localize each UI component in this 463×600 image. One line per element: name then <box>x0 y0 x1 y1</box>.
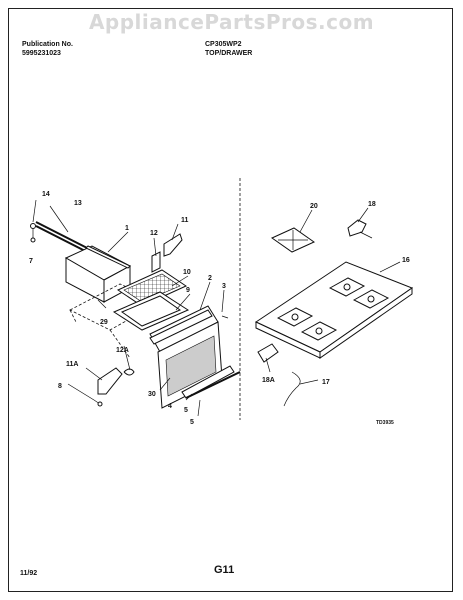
model-block: CP305WP2 TOP/DRAWER <box>205 40 252 58</box>
callout-18: 18 <box>368 201 376 208</box>
callout-16: 16 <box>402 257 410 264</box>
part-12-bracket <box>151 251 161 273</box>
part-5-handle <box>181 365 241 399</box>
page-border <box>8 8 453 592</box>
publication-label: Publication No. <box>22 41 73 48</box>
callout-20: 20 <box>310 203 318 210</box>
callout-5-lower: 5 <box>190 419 194 426</box>
callout-12a: 12A <box>116 347 129 354</box>
publication-block: Publication No. 5995231023 <box>22 40 73 58</box>
part-1-drawer <box>64 245 132 303</box>
publication-number: 5995231023 <box>22 50 61 57</box>
callout-13: 13 <box>74 200 82 207</box>
part-20-grate <box>270 227 316 253</box>
part-9-broiler-pan <box>112 291 190 331</box>
callout-11: 11 <box>181 217 189 224</box>
callout-29: 29 <box>100 319 108 326</box>
callout-18a: 18A <box>262 377 275 384</box>
callout-7: 7 <box>29 258 33 265</box>
callout-8: 8 <box>58 383 62 390</box>
callout-1: 1 <box>125 225 129 232</box>
part-16-cooktop <box>254 261 414 359</box>
callout-17: 17 <box>322 379 330 386</box>
part-10-broiler-grid <box>116 269 188 307</box>
part-18a-bracket <box>257 343 279 363</box>
part-11a-bracket <box>97 367 123 395</box>
footer-page-number: G11 <box>214 564 235 576</box>
watermark: AppliancePartsPros.com <box>88 10 375 34</box>
diagram-code: TD3935 <box>376 420 394 426</box>
callout-30: 30 <box>148 391 156 398</box>
footer-date: 11/92 <box>20 570 38 577</box>
callout-5-upper: 5 <box>184 407 188 414</box>
part-18-burner <box>347 219 373 239</box>
callout-3: 3 <box>222 283 226 290</box>
callout-9: 9 <box>186 287 190 294</box>
part-17-wire <box>283 371 301 407</box>
callout-14: 14 <box>42 191 50 198</box>
part-12a-clip <box>123 368 135 376</box>
part-11-bracket <box>163 233 183 257</box>
callout-12: 12 <box>150 230 158 237</box>
part-8-screw <box>93 399 103 407</box>
callout-10: 10 <box>183 269 191 276</box>
section-title: TOP/DRAWER <box>205 50 253 57</box>
callout-4: 4 <box>168 403 172 410</box>
part-14-screw <box>30 223 36 243</box>
model-number: CP305WP2 <box>205 41 242 48</box>
callout-2: 2 <box>208 275 212 282</box>
callout-11a: 11A <box>66 361 78 368</box>
